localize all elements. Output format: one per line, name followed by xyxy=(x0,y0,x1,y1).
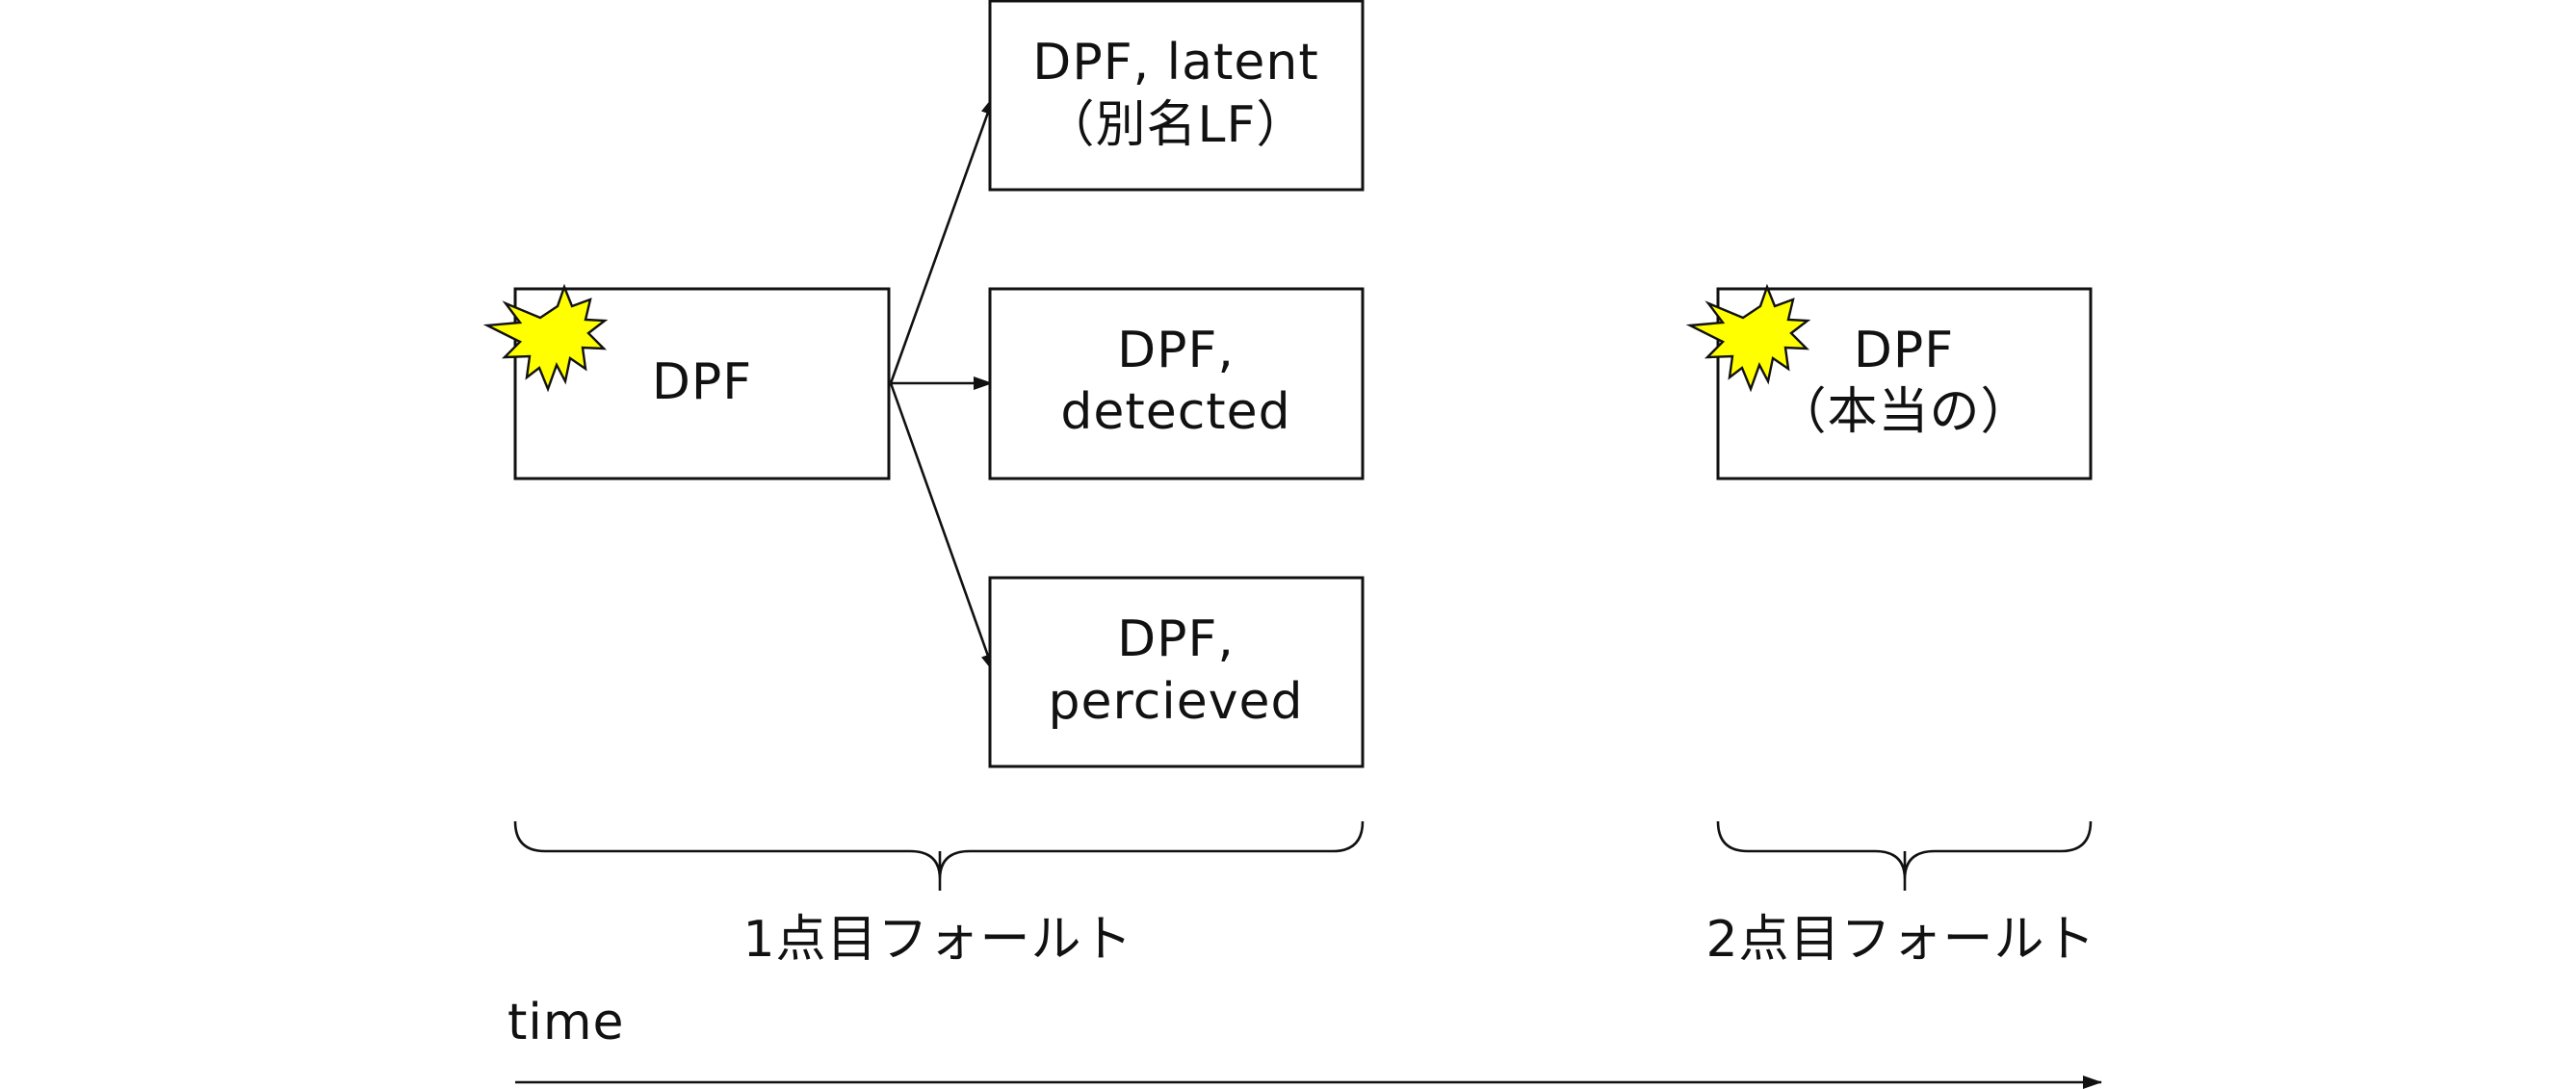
perceived-line1: DPF, xyxy=(1117,610,1235,668)
arrow-to-latent xyxy=(889,95,996,384)
perceived-node: DPF, percieved xyxy=(988,576,1365,768)
explosion-burst-icon xyxy=(482,283,609,393)
true-dpf-line2: （本当の） xyxy=(1776,383,2031,441)
first-fault-label: 1点目フォールト xyxy=(742,911,1132,969)
detected-node: DPF, detected xyxy=(988,287,1365,480)
detected-box xyxy=(988,287,1365,480)
connectors xyxy=(889,95,996,673)
perceived-box xyxy=(988,576,1365,768)
latent-line2: （別名LF） xyxy=(1045,96,1308,154)
latent-box xyxy=(988,0,1365,192)
perceived-line2: percieved xyxy=(1048,673,1303,731)
first-fault-brace xyxy=(513,820,1365,891)
explosion-burst-icon xyxy=(1685,283,1811,393)
detected-line2: detected xyxy=(1060,383,1290,441)
second-fault-brace xyxy=(1716,820,2093,891)
dpf-node: DPF xyxy=(482,283,891,480)
latent-node: DPF, latent （別名LF） xyxy=(988,0,1365,192)
detected-line1: DPF, xyxy=(1117,322,1235,379)
latent-line1: DPF, latent xyxy=(1032,34,1318,91)
second-fault-label: 2点目フォールト xyxy=(1705,911,2095,969)
time-label: time xyxy=(507,994,624,1051)
arrow-to-perceived xyxy=(889,382,996,673)
dpf-label: DPF xyxy=(652,353,752,411)
true-dpf-line1: DPF xyxy=(1854,322,1954,379)
true-dpf-node: DPF （本当の） xyxy=(1685,283,2093,480)
